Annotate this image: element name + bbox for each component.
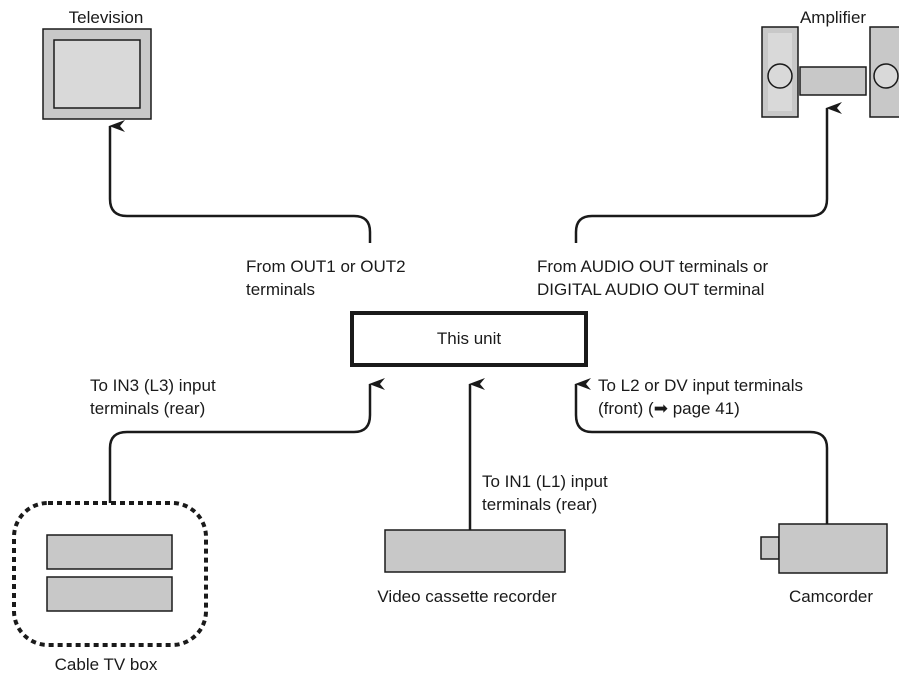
vcr-icon — [384, 529, 566, 573]
front-input-line2: (front) (➡ page 41) — [598, 399, 740, 418]
vcr-label: Video cassette recorder — [377, 587, 557, 606]
this-unit-label: This unit — [436, 329, 502, 348]
cable-tv-box-icon — [12, 501, 208, 647]
out-to-tv-line1: From OUT1 or OUT2 — [246, 257, 406, 276]
amplifier-label: Amplifier — [799, 8, 867, 27]
tv-connection-arrow — [108, 120, 372, 243]
in3-label: To IN3 (L3) input terminals (rear) — [90, 374, 216, 420]
cable-tv-box-label: Cable TV box — [54, 655, 158, 674]
in1-line1: To IN1 (L1) input — [482, 472, 608, 491]
out-to-amp-line1: From AUDIO OUT terminals or — [537, 257, 769, 276]
television-label: Television — [68, 8, 144, 27]
in3-line2: terminals (rear) — [90, 399, 206, 418]
this-unit-box: This unit — [350, 311, 588, 367]
cable-box-connection-arrow — [108, 378, 385, 503]
in1-label: To IN1 (L1) input terminals (rear) — [482, 470, 608, 516]
out-to-amp-label: From AUDIO OUT terminals or DIGITAL AUDI… — [537, 255, 768, 301]
television-icon — [42, 28, 152, 120]
camcorder-icon — [760, 523, 888, 574]
front-input-line1: To L2 or DV input terminals — [598, 376, 804, 395]
camcorder-label: Camcorder — [788, 587, 874, 606]
out-to-amp-line2: DIGITAL AUDIO OUT terminal — [537, 280, 765, 299]
amplifier-connection-arrow — [574, 102, 842, 243]
out-to-tv-label: From OUT1 or OUT2 terminals — [246, 255, 406, 301]
in3-line1: To IN3 (L3) input — [90, 376, 216, 395]
amplifier-icon — [761, 26, 899, 118]
front-input-label: To L2 or DV input terminals (front) (➡ p… — [598, 374, 803, 420]
in1-line2: terminals (rear) — [482, 495, 598, 514]
camcorder-connection-arrow — [574, 378, 829, 524]
out-to-tv-line2: terminals — [246, 280, 315, 299]
